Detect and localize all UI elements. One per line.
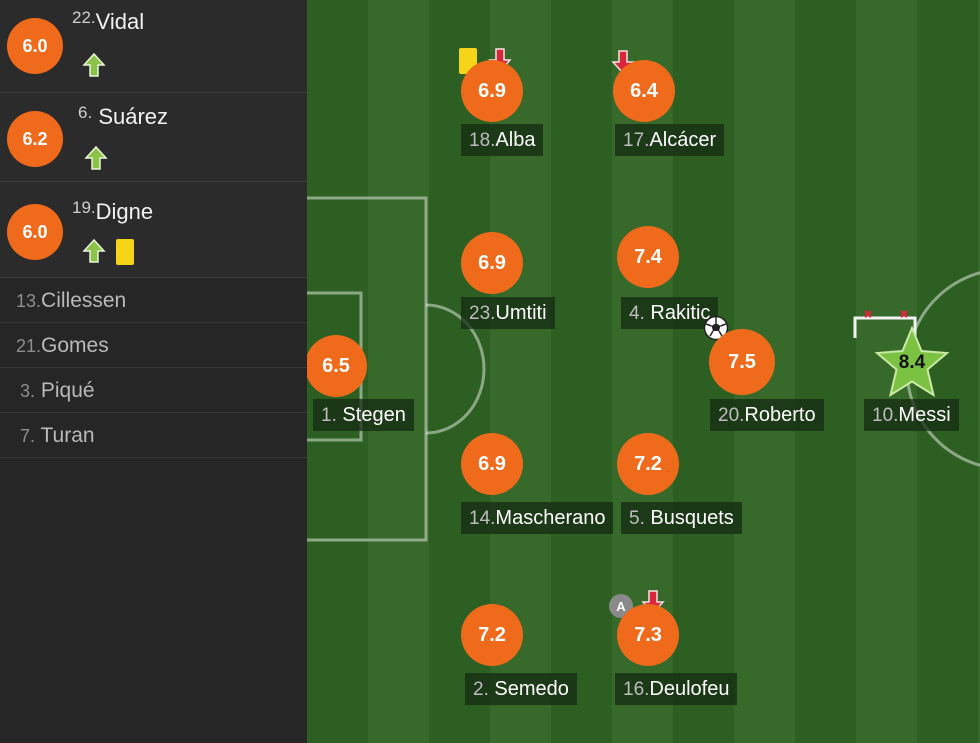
player-name-text: Vidal: [95, 9, 145, 34]
shirt-number: 21.: [16, 336, 42, 356]
rating-badge: 7.2: [617, 433, 679, 495]
player-name: 22.Vidal: [72, 8, 144, 35]
player-name-text: Busquets: [650, 507, 734, 529]
sub-in-arrow-icon: [84, 145, 108, 170]
rating-badge: 6.9: [461, 60, 523, 122]
player-name-text: Gomes: [41, 334, 109, 357]
player-name-text: Stegen: [342, 404, 406, 426]
rating-badge: 7.3: [617, 604, 679, 666]
shirt-number: 23.: [469, 303, 496, 324]
player-name-text: Deulofeu: [649, 678, 730, 700]
player-name-text: Rakitic: [650, 302, 711, 324]
shirt-number: 14.: [469, 508, 496, 529]
shirt-number: 19.: [72, 198, 96, 217]
bench-player-row[interactable]: 13.Cillessen: [0, 278, 307, 323]
player-name-text: Roberto: [744, 404, 816, 426]
shirt-number: 22.: [72, 8, 96, 27]
substitute-row[interactable]: 6.0 22.Vidal: [0, 0, 307, 93]
substitute-row[interactable]: 6.2 6. Suárez: [0, 93, 307, 182]
bench-player-row[interactable]: 7. Turan: [0, 413, 307, 458]
rating-badge: 6.0: [7, 18, 63, 74]
player-label: 1. Stegen: [313, 399, 414, 431]
rating-badge: 6.9: [461, 433, 523, 495]
player-name-text: Turan: [40, 424, 95, 447]
sub-in-arrow-icon: [82, 238, 106, 263]
player-label: 18.Alba: [461, 124, 544, 156]
player-name: 19.Digne: [72, 198, 153, 225]
shirt-number: 6.: [78, 103, 93, 122]
player-name-text: Alba: [495, 129, 536, 151]
player-name: 6. Suárez: [78, 103, 168, 130]
shirt-number: 18.: [469, 130, 496, 151]
shirt-number: 20.: [718, 405, 745, 426]
rating-badge: 6.5: [307, 335, 367, 397]
pitch: 6.9 18.Alba 6.4 17.Alcácer 6.9 23.Umtiti…: [307, 0, 980, 743]
hit-woodwork-icon: [885, 310, 917, 338]
substitute-row[interactable]: 6.0 19.Digne: [0, 182, 307, 278]
player-name-text: Messi: [898, 404, 951, 426]
player-name-text: Umtiti: [495, 302, 547, 324]
sub-in-arrow-icon: [82, 52, 106, 77]
player-label: 10.Messi: [864, 399, 959, 431]
shirt-number: 16.: [623, 679, 650, 700]
hit-woodwork-icon: [853, 310, 885, 338]
shirt-number: 7.: [20, 426, 36, 446]
player-label: 23.Umtiti: [461, 297, 555, 329]
player-label: 20.Roberto: [710, 399, 824, 431]
shirt-number: 5.: [629, 508, 645, 529]
substitutes-panel: 6.0 22.Vidal 6.2 6. Suárez 6.0 19.Digne …: [0, 0, 307, 743]
player-name-text: Piqué: [40, 379, 95, 402]
player-label: 17.Alcácer: [615, 124, 725, 156]
bench-player-row[interactable]: 3. Piqué: [0, 368, 307, 413]
rating-badge: 6.9: [461, 232, 523, 294]
shirt-number: 13.: [16, 291, 42, 311]
player-name-text: Cillessen: [41, 289, 127, 312]
shirt-number: 3.: [20, 381, 36, 401]
yellow-card-icon: [116, 239, 134, 265]
bench-player-row[interactable]: 21.Gomes: [0, 323, 307, 368]
shirt-number: 4.: [629, 303, 645, 324]
rating-badge: 7.2: [461, 604, 523, 666]
rating-badge: 6.0: [7, 204, 63, 260]
rating-badge: 8.4: [898, 352, 926, 373]
player-name-text: Semedo: [494, 678, 569, 700]
player-label: 2. Semedo: [465, 673, 577, 705]
player-name-text: Digne: [95, 199, 154, 224]
player-name-text: Alcácer: [649, 129, 717, 151]
shirt-number: 1.: [321, 405, 337, 426]
player-label: 14.Mascherano: [461, 502, 614, 534]
shirt-number: 2.: [473, 679, 489, 700]
rating-badge: 7.5: [709, 329, 775, 395]
shirt-number: 17.: [623, 130, 650, 151]
rating-badge: 7.4: [617, 226, 679, 288]
rating-badge: 6.4: [613, 60, 675, 122]
rating-badge: 6.2: [7, 111, 63, 167]
player-label: 16.Deulofeu: [615, 673, 738, 705]
man-of-the-match-star-icon: [874, 326, 950, 398]
player-name-text: Suárez: [98, 104, 169, 129]
player-name-text: Mascherano: [495, 507, 606, 529]
shirt-number: 10.: [872, 405, 899, 426]
player-label: 5. Busquets: [621, 502, 742, 534]
player-label: 4. Rakitic: [621, 297, 719, 329]
